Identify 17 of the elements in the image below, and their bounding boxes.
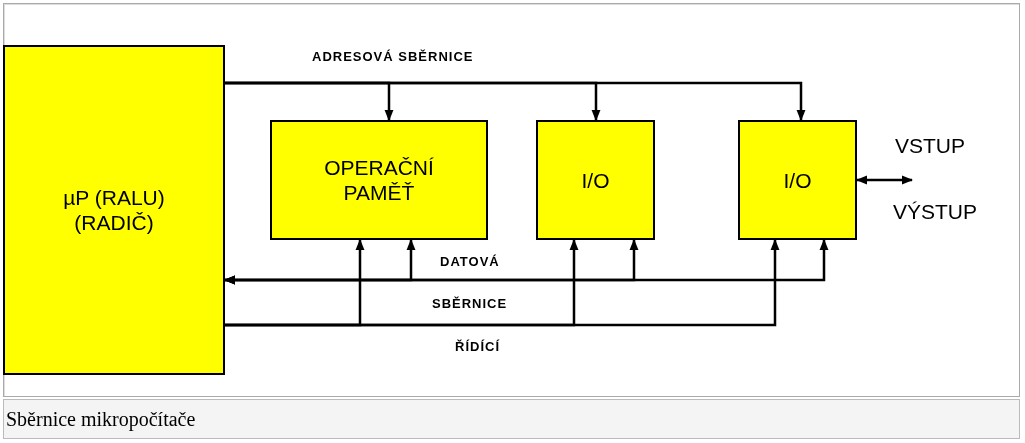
component-box — [536, 120, 655, 240]
figure-caption: Sběrnice mikropočítače — [6, 408, 196, 430]
component-box — [3, 45, 225, 375]
bus-label: ADRESOVÁ SBĚRNICE — [312, 49, 474, 64]
bus-label: VSTUP — [895, 134, 965, 158]
bus-arrow — [225, 238, 780, 327]
component-label: I/O — [581, 167, 610, 193]
component-box — [270, 120, 488, 240]
bus-label: SBĚRNICE — [432, 296, 508, 311]
bus-label: DATOVÁ — [440, 254, 500, 269]
component-box — [738, 120, 857, 240]
bus-label: ŘÍDÍCÍ — [455, 339, 500, 354]
component-label: I/O — [783, 167, 812, 193]
bus-arrow — [225, 81, 806, 122]
bus-label: VÝSTUP — [893, 200, 978, 224]
component-label: OPERAČNÍ PAMĚŤ — [323, 155, 435, 205]
component-label: µP (RALU) (RADIČ) — [62, 185, 166, 235]
